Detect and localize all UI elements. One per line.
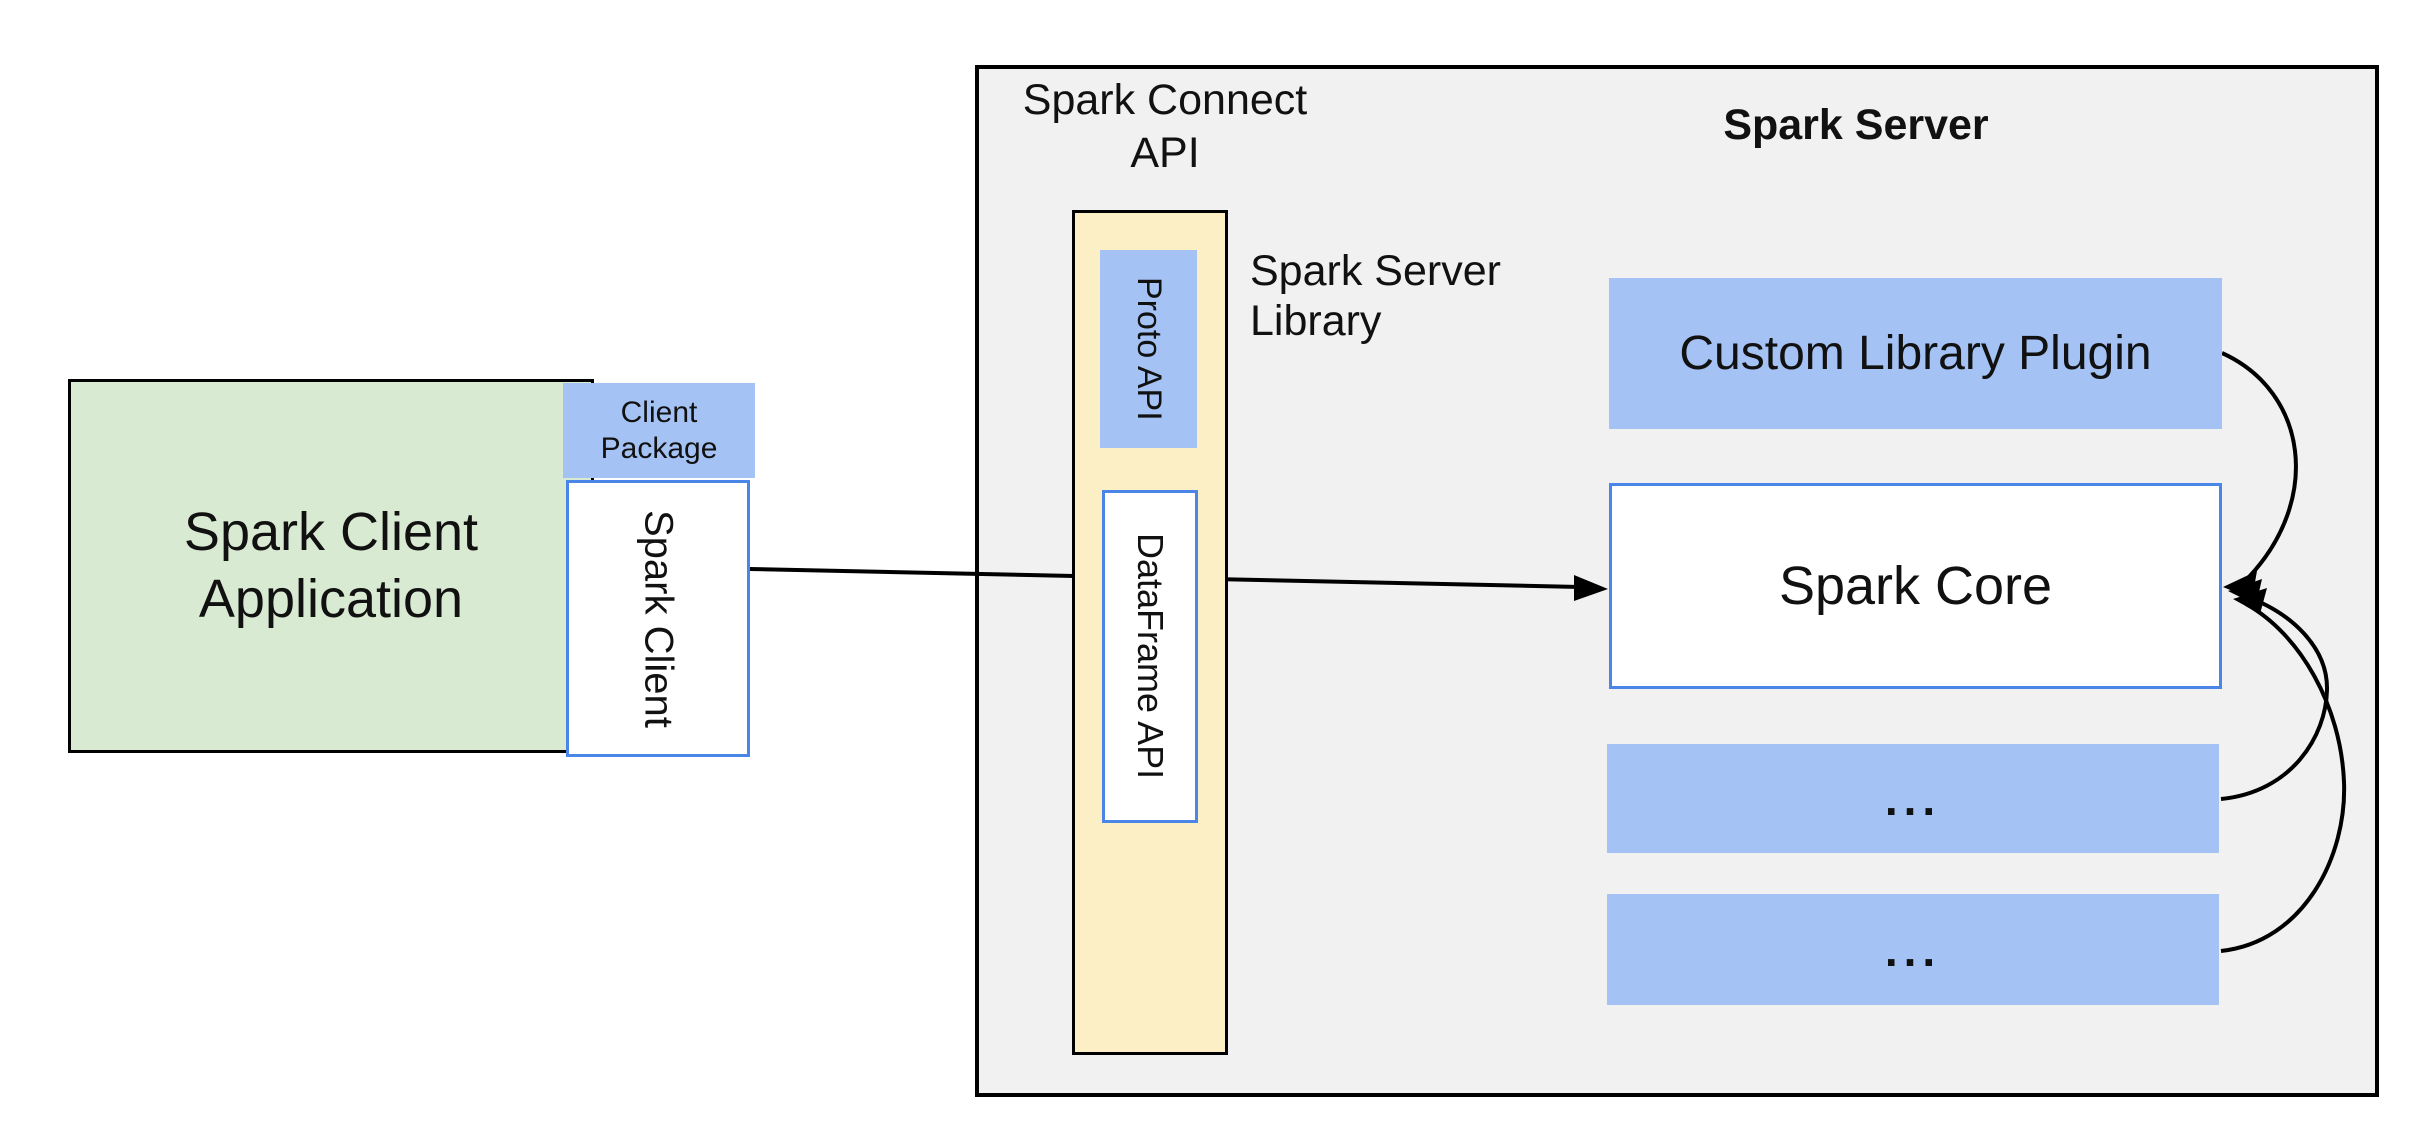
spark-client-label: Spark Client (636, 509, 681, 728)
plugin-slot-2-label: ... (1884, 923, 1942, 976)
dataframe-api-label: DataFrame API (1130, 533, 1171, 780)
spark-client-box: Spark Client (566, 480, 750, 757)
spark-connect-api-label: Spark Connect API (985, 74, 1345, 180)
client-app-line2: Application (198, 569, 464, 629)
proto-api-box: Proto API (1100, 250, 1197, 448)
spark-server-library-line2: Library (1250, 297, 1382, 345)
dataframe-api-box: DataFrame API (1102, 490, 1198, 823)
spark-client-application-box: Spark Client Application (68, 379, 594, 753)
plugin-slot-2-box: ... (1607, 894, 2219, 1005)
spark-core-label: Spark Core (1778, 556, 2053, 616)
spark-server-library-line1: Spark Server (1250, 247, 1501, 295)
spark-connect-api-line2: API (1130, 129, 1200, 177)
spark-connect-api-line1: Spark Connect (1022, 76, 1308, 124)
client-package-line1: Client (620, 395, 698, 429)
custom-library-plugin-label: Custom Library Plugin (1679, 327, 2152, 380)
spark-server-title: Spark Server (1723, 101, 1989, 149)
spark-core-box: Spark Core (1609, 483, 2222, 689)
spark-server-library-label: Spark Server Library (1250, 246, 1650, 346)
client-package-box: Client Package (563, 383, 755, 478)
proto-api-label: Proto API (1130, 277, 1168, 421)
custom-library-plugin-box: Custom Library Plugin (1609, 278, 2222, 429)
plugin-slot-1-box: ... (1607, 744, 2219, 853)
client-package-line2: Package (600, 431, 718, 465)
plugin-slot-1-label: ... (1884, 772, 1942, 825)
client-app-line1: Spark Client (183, 502, 479, 562)
